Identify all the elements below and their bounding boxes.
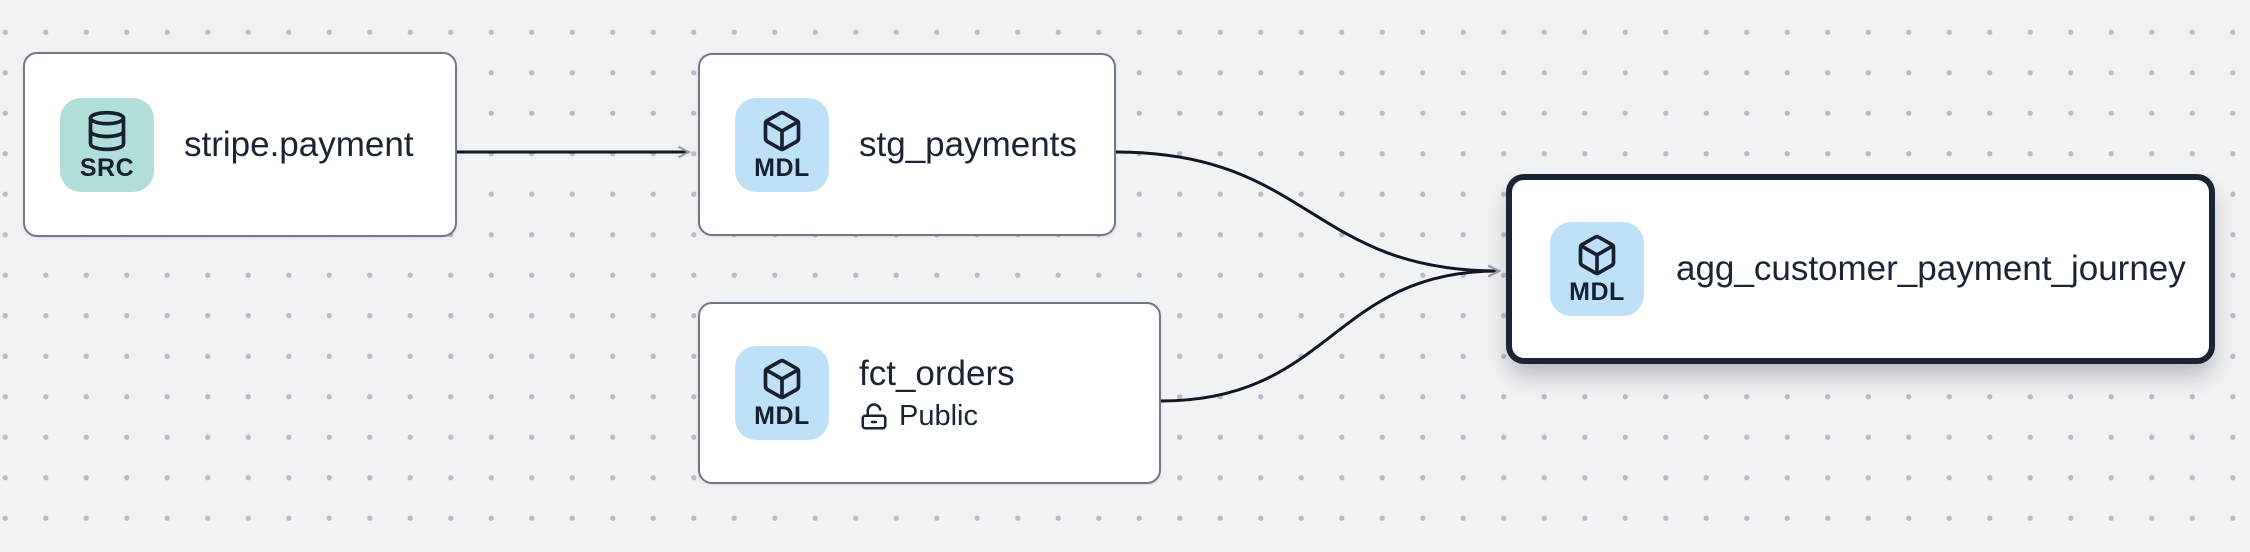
- node-text: fct_orders Public: [859, 353, 1015, 433]
- box-icon: [763, 358, 801, 400]
- node-fct-orders[interactable]: MDL fct_orders Public: [698, 302, 1161, 484]
- box-icon: [1578, 234, 1616, 276]
- edge-fct-orders-to-agg-customer-payment-journey[interactable]: [1160, 271, 1498, 403]
- model-badge: MDL: [1550, 222, 1644, 316]
- lock-open-icon: [861, 403, 887, 430]
- badge-label: MDL: [754, 402, 810, 430]
- access-label: Public: [899, 400, 978, 433]
- model-badge: MDL: [735, 346, 829, 440]
- node-title: stg_payments: [859, 124, 1077, 164]
- node-stripe-payment[interactable]: SRC stripe.payment: [23, 52, 457, 237]
- access-row: Public: [859, 400, 1015, 433]
- node-title: agg_customer_payment_journey: [1676, 249, 2186, 288]
- model-badge: MDL: [735, 97, 829, 192]
- edge-stg-payments-to-agg-customer-payment-journey[interactable]: [1115, 150, 1498, 271]
- node-stg-payments[interactable]: MDL stg_payments: [698, 53, 1116, 236]
- node-title: stripe.payment: [184, 124, 414, 164]
- badge-label: SRC: [79, 153, 135, 182]
- badge-label: MDL: [754, 153, 810, 182]
- database-icon: [88, 110, 126, 151]
- node-title: fct_orders: [859, 354, 1015, 394]
- node-agg-customer-payment-journey[interactable]: MDL agg_customer_payment_journey: [1506, 174, 2215, 364]
- box-icon: [763, 110, 801, 151]
- badge-label: MDL: [1569, 278, 1625, 306]
- source-badge: SRC: [60, 97, 154, 192]
